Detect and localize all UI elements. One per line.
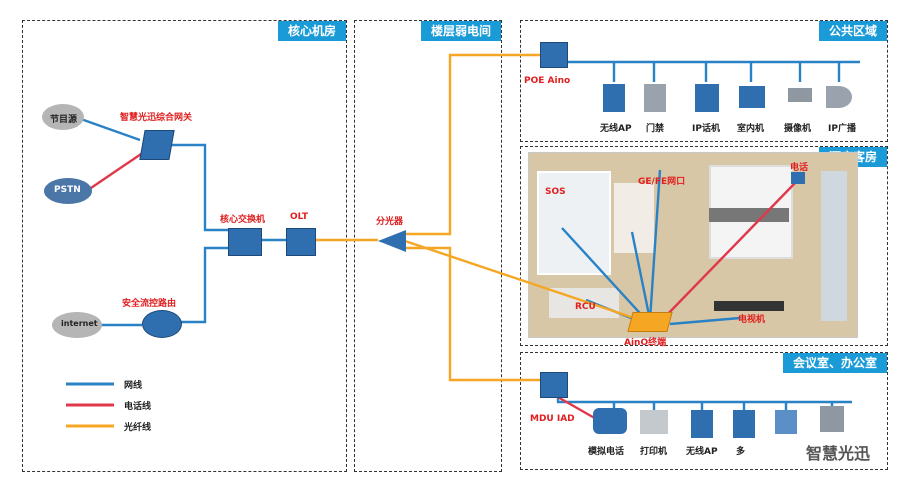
zone-floor: 楼层弱电间 <box>354 20 502 472</box>
legend-network-label: 网线 <box>124 381 143 391</box>
olt-label: OLT <box>290 212 309 222</box>
hotel-port-label: GE/FE网口 <box>638 177 686 187</box>
program-source-label: 节目源 <box>50 115 78 125</box>
office-pc-icon <box>775 410 797 434</box>
link-router-core <box>180 246 240 324</box>
hotel-sos-label: SOS <box>545 187 566 197</box>
splitter-label: 分光器 <box>376 217 404 227</box>
hotel-room-illustration <box>528 152 858 338</box>
link-splitter-office <box>405 246 540 382</box>
office-video-camera-icon <box>820 406 844 432</box>
poe-aino-label: POE Aino <box>524 76 571 86</box>
olt-icon <box>286 228 316 256</box>
watermark-text: 智慧光迅 <box>805 444 870 463</box>
public-camera-icon <box>788 88 812 102</box>
core-switch-label: 核心交换机 <box>220 215 266 225</box>
router-icon <box>142 310 182 338</box>
link-program-gateway <box>77 116 141 142</box>
zone-public-title: 公共区域 <box>818 21 887 41</box>
hotel-phone-label: 电话 <box>790 163 809 173</box>
mdu-iad-icon <box>540 372 568 398</box>
office-printer-icon <box>640 410 668 434</box>
room-tv-stand <box>714 301 784 311</box>
link-terminal-phone <box>661 181 797 321</box>
link-terminal-closet <box>630 231 652 321</box>
zone-core: 核心机房 <box>22 20 347 472</box>
core-switch-icon <box>228 228 262 256</box>
public-item-3-label: 室内机 <box>737 124 765 134</box>
mdu-iad-label: MDU IAD <box>530 414 575 424</box>
public-item-5-label: IP广播 <box>828 124 856 134</box>
link-pstn-gateway <box>87 151 145 191</box>
hotel-rcu-label: RCU <box>575 302 596 312</box>
aino-terminal-icon <box>627 312 673 332</box>
hotel-phone-icon <box>791 172 805 184</box>
internet-label: internet <box>61 319 98 328</box>
link-terminal-port <box>648 169 662 321</box>
gateway-icon <box>139 130 175 160</box>
aino-terminal-label: AinO终端 <box>624 338 667 348</box>
public-item-1-label: 门禁 <box>646 124 665 134</box>
pstn-cloud <box>44 178 92 204</box>
legend-phone-label: 电话线 <box>124 402 152 412</box>
public-item-2-label: IP话机 <box>692 124 720 134</box>
internet-cloud <box>52 312 102 338</box>
office-item-2-label: 无线AP <box>686 447 718 457</box>
pstn-label: PSTN <box>54 185 81 195</box>
zone-core-title: 核心机房 <box>277 21 346 41</box>
public-ip-phone-icon <box>695 84 719 112</box>
link-iad-bus <box>556 395 852 404</box>
zone-office: 会议室、办公室 <box>520 352 888 470</box>
zone-public: 公共区域 <box>520 20 888 142</box>
link-gateway-core <box>170 143 240 232</box>
office-item-0-label: 模拟电话 <box>588 447 625 457</box>
office-item-1-label: 打印机 <box>640 447 668 457</box>
public-item-4-label: 摄像机 <box>784 124 812 134</box>
office-multimedia-icon <box>733 410 755 438</box>
room-window <box>821 171 847 321</box>
router-label: 安全流控路由 <box>122 299 177 309</box>
link-terminal-tv <box>669 316 741 326</box>
poe-aino-icon <box>540 42 568 68</box>
public-ap-icon <box>603 84 625 112</box>
room-bathroom <box>537 171 611 275</box>
link-poe-bus <box>556 55 860 64</box>
program-source-cloud <box>42 104 84 130</box>
public-item-0-label: 无线AP <box>600 124 632 134</box>
link-terminal-sos <box>561 227 649 323</box>
link-iad-phone <box>555 394 599 422</box>
link-splitter-public <box>405 53 540 236</box>
office-item-3-label: 多 <box>736 447 746 457</box>
zone-floor-title: 楼层弱电间 <box>420 21 501 41</box>
office-analog-phone-icon <box>593 408 627 434</box>
public-ip-broadcast-icon <box>826 86 852 108</box>
zone-office-title: 会议室、办公室 <box>782 353 887 373</box>
public-indoor-unit-icon <box>739 86 765 108</box>
link-splitter-hotel <box>404 239 641 322</box>
legend-fiber-label: 光纤线 <box>124 423 152 433</box>
office-ap-icon <box>691 410 713 438</box>
public-door-access-icon <box>644 84 666 112</box>
gateway-label: 智慧光迅综合网关 <box>120 113 193 123</box>
hotel-tv-label: 电视机 <box>738 315 766 325</box>
